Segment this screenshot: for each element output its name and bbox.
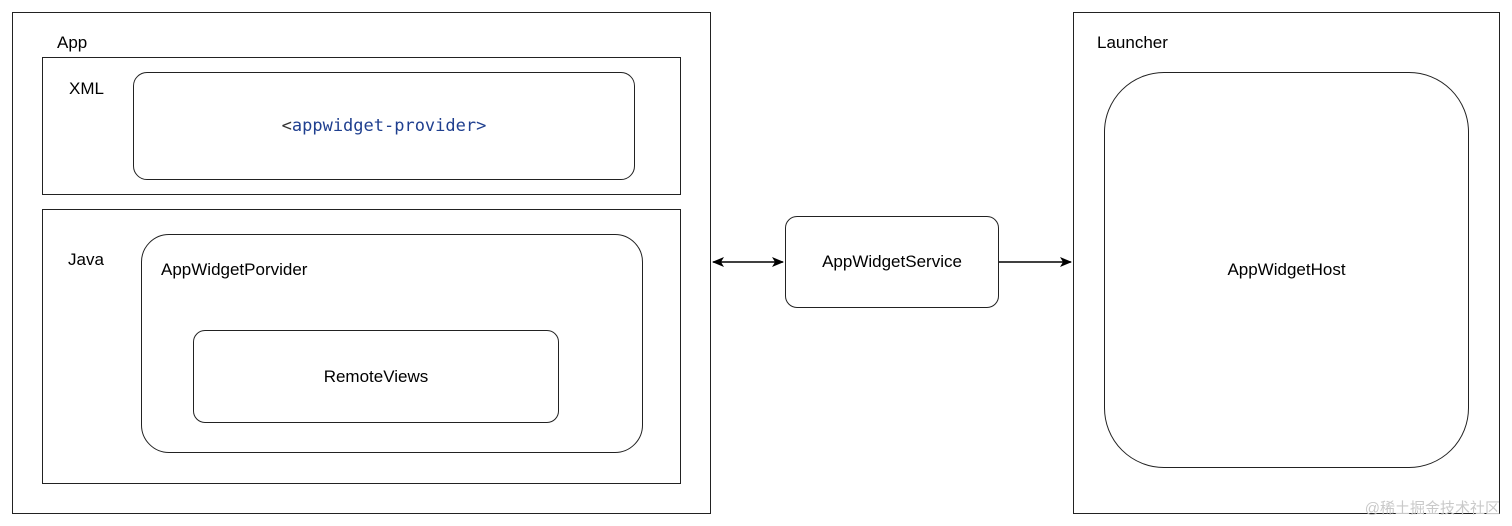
- appwidget-host-label: AppWidgetHost: [1227, 260, 1346, 279]
- appwidget-service-node: AppWidgetService: [785, 216, 999, 308]
- appwidget-host-node: AppWidgetHost: [1104, 72, 1469, 468]
- xml-label: XML: [69, 79, 104, 98]
- appwidget-service-label: AppWidgetService: [822, 252, 962, 271]
- java-label: Java: [68, 250, 104, 269]
- remoteviews-label: RemoteViews: [323, 366, 429, 386]
- launcher-label: Launcher: [1097, 33, 1168, 52]
- appwidget-provider-tag-node: <appwidget-provider>: [133, 72, 635, 180]
- appwidget-provider-class-label: AppWidgetPorvider: [161, 260, 308, 279]
- appwidget-provider-tag-label: <appwidget-provider>: [281, 116, 487, 136]
- remoteviews-node: RemoteViews: [193, 330, 559, 423]
- watermark: @稀土掘金技术社区: [1364, 500, 1500, 517]
- app-label: App: [57, 33, 88, 52]
